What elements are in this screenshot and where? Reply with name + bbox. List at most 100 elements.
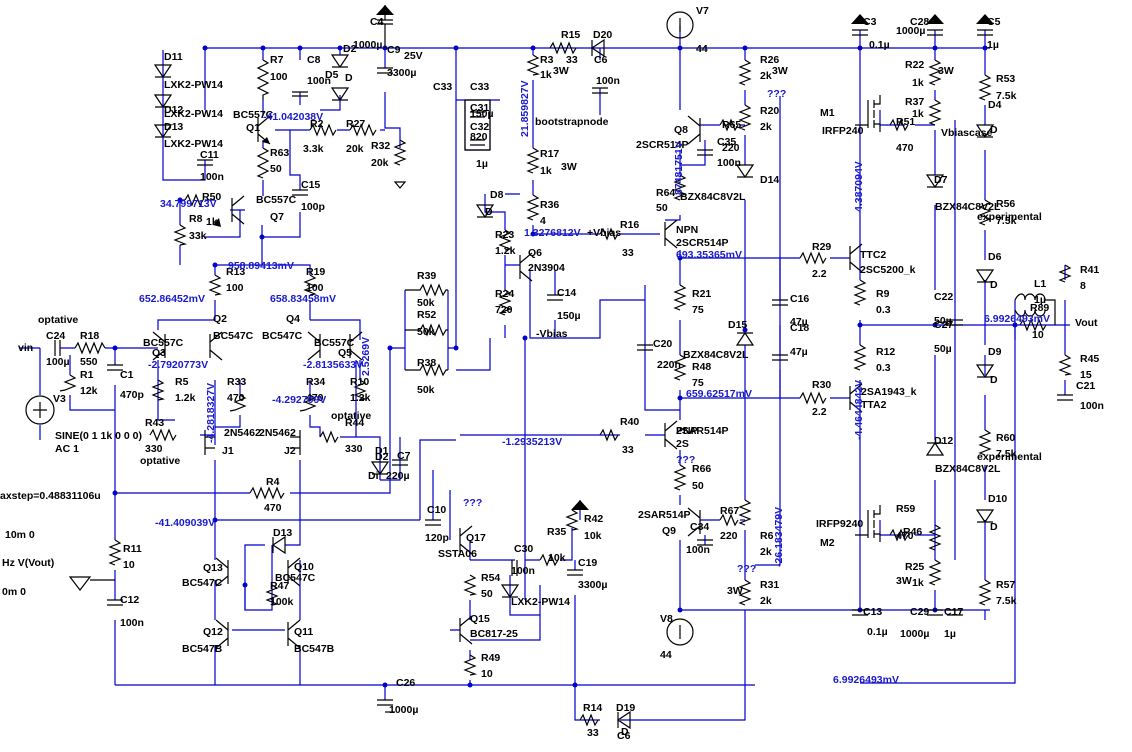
- label-bc817-25: BC817-25: [470, 628, 518, 640]
- transistor-Q6: [519, 252, 533, 282]
- diode-D14: [735, 164, 755, 179]
- resistor-R54: [463, 574, 478, 596]
- label-r67: R67: [720, 505, 739, 517]
- jfet-J1: [204, 430, 215, 455]
- label-d2: D2: [343, 43, 357, 55]
- label-50k: 50k: [417, 326, 435, 338]
- label-100n: 100n: [511, 565, 535, 577]
- capacitor-C28: [927, 29, 943, 36]
- label-c16: C16: [790, 293, 809, 305]
- diode-D13b: [271, 535, 286, 555]
- resistor-R56: [978, 199, 992, 226]
- resistor-R20: [738, 104, 752, 131]
- node-voltage-label: 6.9926493mV: [984, 313, 1050, 325]
- label-10k: 10k: [584, 530, 602, 542]
- diode-led: [500, 584, 520, 599]
- label-2sc5200-k: 2SC5200_k: [860, 264, 916, 276]
- resistor-R22: [928, 59, 942, 86]
- label-2sar514p: 2SAR514P: [638, 509, 691, 521]
- label-r41: R41: [1080, 264, 1099, 276]
- label-d20: D20: [593, 29, 612, 41]
- diode-D11: [153, 64, 173, 79]
- label-2k: 2k: [760, 70, 772, 82]
- node-voltage-label: 659.62517mV: [686, 388, 752, 400]
- label-bzx84c8v2l: BZX84C8V2L: [935, 463, 1001, 475]
- label-1k: 1k: [540, 69, 552, 81]
- resistor-R1: [59, 374, 77, 392]
- label-d12: D12: [164, 104, 183, 116]
- label-100: 100: [270, 71, 288, 83]
- label-c3: C3: [863, 16, 877, 28]
- label-100n: 100n: [686, 544, 710, 556]
- label-bc547c: BC547C: [213, 330, 254, 342]
- node-voltage-label: ???: [463, 497, 482, 509]
- label-4: 4: [540, 215, 546, 227]
- label-q3: Q3: [152, 347, 166, 359]
- resistor-R45: [1058, 354, 1073, 376]
- node-voltage-label: -41.409039V: [155, 517, 215, 529]
- label-0m-0: 0m 0: [2, 586, 26, 598]
- label-50: 50: [656, 202, 668, 214]
- capacitor-C29: [927, 609, 943, 616]
- label-d19: D19: [616, 702, 635, 714]
- label-r34: R34: [306, 376, 325, 388]
- resistor-R44: [319, 430, 339, 444]
- capacitor-C7: [392, 459, 408, 466]
- resistor-R16: [599, 227, 619, 241]
- label-3w: 3W: [561, 161, 577, 173]
- transistor-NPN: [664, 219, 678, 249]
- label-r19: R19: [306, 266, 325, 278]
- label-d15: D15: [728, 319, 747, 331]
- label-r60: R60: [996, 432, 1015, 444]
- label-2k: 2k: [760, 546, 772, 558]
- label-15: 15: [1080, 369, 1092, 381]
- node-voltage-label-vertical: 87481751V: [673, 141, 685, 195]
- label-r56: R56: [996, 198, 1015, 210]
- label-c18: C18: [790, 322, 809, 334]
- label-irfp9240: IRFP9240: [816, 518, 863, 530]
- diode-D19: [616, 710, 631, 730]
- resistor-R37: [928, 99, 942, 126]
- label-470: 470: [306, 392, 324, 404]
- diode-D5: [330, 87, 350, 102]
- label-bc547b: BC547B: [182, 643, 223, 655]
- label-44: 44: [696, 43, 708, 55]
- label-33: 33: [566, 54, 578, 66]
- resistor-R65: [719, 118, 739, 132]
- label-d: D: [345, 72, 353, 84]
- label-r54: R54: [481, 572, 500, 584]
- node-voltage-label: -2.7920773V: [148, 359, 208, 371]
- resistor-R18: [74, 341, 106, 355]
- label-2s: 2S: [676, 438, 689, 450]
- resistor-R67: [719, 513, 739, 527]
- resistor-R5: [151, 379, 166, 401]
- label-3300-: 3300µ: [578, 579, 607, 591]
- node-voltage-label: 34.799713V: [160, 198, 217, 210]
- label-470: 470: [264, 502, 282, 514]
- label-47-: 47µ: [790, 316, 808, 328]
- label-j1: J1: [222, 445, 234, 457]
- label-axstep-0-48831106u: axstep=0.48831106u: [0, 490, 101, 502]
- label-r14: R14: [583, 702, 602, 714]
- label-sine-0-1-1k-0-0-0-: SINE(0 1 1k 0 0 0): [55, 430, 142, 442]
- label-r22: R22: [905, 59, 924, 71]
- label-r24: R24: [495, 288, 514, 300]
- label-r46: R46: [903, 526, 922, 538]
- label-r49: R49: [481, 652, 500, 664]
- diode-D7: [925, 174, 945, 189]
- label-c13: C13: [863, 606, 882, 618]
- mosfet-M2: [855, 505, 881, 542]
- node-voltage-label: -4.292709V: [272, 394, 326, 406]
- label-optative: optative: [140, 455, 180, 467]
- label-330: 330: [145, 443, 163, 455]
- mosfet-M1: [855, 95, 881, 132]
- label-1k: 1k: [912, 577, 924, 589]
- junctions: [112, 45, 1018, 688]
- capacitor-C8: [292, 91, 308, 97]
- capacitor-C26: [377, 699, 393, 706]
- resistor-R21: [673, 284, 687, 311]
- resistor-R14: [579, 713, 599, 727]
- node-voltage-label-vertical: -26.183479V: [773, 507, 785, 567]
- label-50: 50: [481, 588, 493, 600]
- transistor-TTA2: [849, 383, 863, 413]
